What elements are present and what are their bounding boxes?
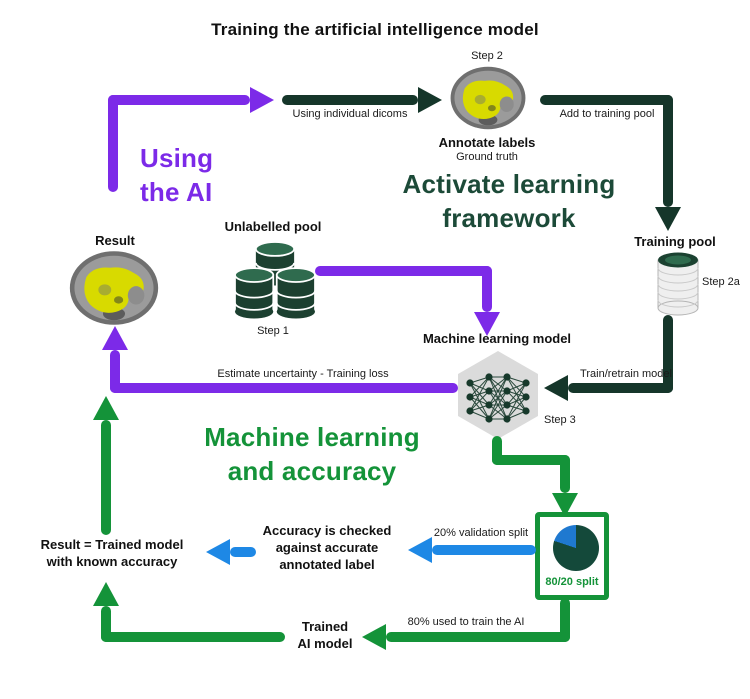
unlabelled-pool-database-icon bbox=[231, 242, 319, 322]
step2-label: Step 2 bbox=[471, 50, 503, 62]
step2a-label: Step 2a bbox=[702, 276, 740, 288]
arrow-accuracy-arrowhead bbox=[206, 539, 230, 565]
arrow-retrain-horizontal bbox=[568, 383, 673, 393]
arrow-model-to-split-v2 bbox=[560, 455, 570, 493]
arrow-pool-to-model-arrowhead bbox=[474, 312, 500, 336]
arrow-validation-segment bbox=[432, 545, 536, 555]
arrow-dicoms-arrowhead bbox=[418, 87, 442, 113]
arrow-trained-to-result-arrowhead bbox=[93, 582, 119, 606]
ml-model-label: Machine learning model bbox=[422, 331, 572, 346]
arrow-trained-to-result-vertical bbox=[101, 606, 111, 642]
edge-label-add-to-pool: Add to training pool bbox=[559, 108, 655, 120]
accuracy-check-label: Accuracy is checked against accurate ann… bbox=[262, 523, 392, 572]
arrow-uncertainty-arrowhead bbox=[102, 326, 128, 350]
heading-ml-and-accuracy: Machine learning and accuracy bbox=[204, 422, 420, 486]
arrow-train80-vertical bbox=[560, 598, 570, 642]
arrow-accuracy-segment bbox=[230, 547, 256, 557]
heading-using-the-ai: Using the AI bbox=[140, 143, 214, 207]
training-pool-label: Training pool bbox=[634, 234, 716, 249]
arrow-pool-to-model-horizontal bbox=[315, 266, 492, 276]
split-pie-chart bbox=[553, 525, 599, 571]
arrow-result-to-top-arrowhead bbox=[250, 87, 274, 113]
edge-label-train-split: 80% used to train the AI bbox=[407, 616, 525, 628]
arrow-result-to-top-horizontal bbox=[108, 95, 250, 105]
arrow-uncertainty-horizontal bbox=[110, 383, 458, 393]
arrow-trained-to-result-horizontal bbox=[101, 632, 285, 642]
ct-scan-result-image bbox=[68, 249, 160, 327]
trained-ai-model-label: Trained AI model bbox=[297, 619, 353, 651]
result-trained-label: Result = Trained model with known accura… bbox=[40, 537, 184, 569]
split-box: 80/20 split bbox=[535, 512, 609, 600]
heading-active-learning-framework: Activate learning framework bbox=[402, 169, 616, 233]
arrow-dicoms-segment bbox=[282, 95, 418, 105]
ml-model-hexagon-icon bbox=[454, 349, 542, 441]
arrow-add-pool-vertical bbox=[663, 95, 673, 207]
arrow-result-to-top-vertical bbox=[108, 95, 118, 192]
neural-net bbox=[458, 351, 538, 439]
arrow-retrain-vertical bbox=[663, 315, 673, 393]
training-pool-database-icon bbox=[656, 251, 700, 317]
arrow-known-accuracy-arrowhead bbox=[93, 396, 119, 420]
page-title: Training the artificial intelligence mod… bbox=[211, 20, 539, 39]
arrow-add-pool-arrowhead bbox=[655, 207, 681, 231]
edge-label-validation-split: 20% validation split bbox=[433, 527, 529, 539]
result-label: Result bbox=[95, 233, 135, 248]
step1-label: Step 1 bbox=[257, 325, 289, 337]
arrow-uncertainty-vertical bbox=[110, 350, 120, 393]
arrow-validation-arrowhead bbox=[408, 537, 432, 563]
edge-label-using-dicoms: Using individual dicoms bbox=[292, 108, 408, 120]
edge-label-estimate-uncertainty: Estimate uncertainty - Training loss bbox=[217, 368, 389, 380]
step3-label: Step 3 bbox=[544, 414, 576, 426]
arrow-known-accuracy-vertical bbox=[101, 420, 111, 535]
ground-truth-label: Ground truth bbox=[456, 151, 518, 163]
arrow-train80-horizontal bbox=[386, 632, 570, 642]
arrow-model-to-split-horizontal bbox=[492, 455, 570, 465]
arrow-pool-to-model-vertical bbox=[482, 266, 492, 312]
arrow-retrain-arrowhead bbox=[544, 375, 568, 401]
arrow-train80-arrowhead bbox=[362, 624, 386, 650]
annotate-labels-title: Annotate labels bbox=[438, 135, 536, 150]
arrow-model-to-split-v1 bbox=[492, 436, 502, 465]
unlabelled-pool-label: Unlabelled pool bbox=[224, 219, 322, 234]
edge-label-train-retrain: Train/retrain model bbox=[580, 368, 672, 380]
arrow-add-pool-horizontal bbox=[540, 95, 673, 105]
ct-scan-annotate-image bbox=[449, 64, 527, 132]
split-box-label: 80/20 split bbox=[545, 576, 599, 588]
